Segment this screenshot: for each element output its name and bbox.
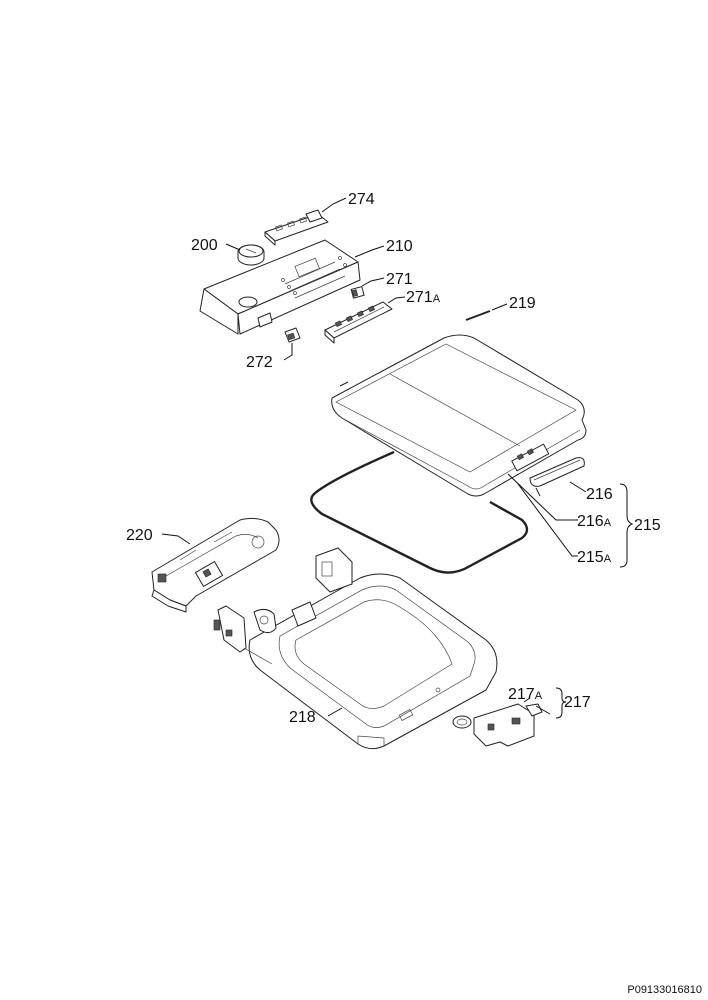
label-274: 274: [348, 191, 375, 208]
leader-200: [225, 243, 241, 251]
part-272-clip[interactable]: [284, 327, 301, 343]
part-200-knob[interactable]: [237, 244, 265, 266]
leader-215a: [517, 483, 578, 557]
diagram-reference-code: P09133016810: [627, 984, 702, 996]
leader-210: [354, 245, 385, 258]
leader-218: [327, 707, 343, 717]
leader-220: [161, 533, 191, 545]
label-271: 271: [386, 271, 413, 288]
leader-271a: [387, 296, 406, 304]
label-217: 217: [564, 694, 591, 711]
leader-216: [569, 481, 587, 493]
label-217a: 217A: [508, 686, 543, 703]
part-215a-lid-seal[interactable]: [310, 450, 529, 574]
part-271-connector[interactable]: [350, 286, 365, 299]
bracket-217: [555, 687, 567, 719]
part-217-valve[interactable]: [473, 703, 543, 747]
part-lid[interactable]: [331, 334, 587, 497]
label-215: 215: [634, 517, 661, 534]
leader-274: [321, 197, 347, 213]
part-220-dispenser[interactable]: [151, 517, 280, 613]
label-216: 216: [586, 486, 613, 503]
label-215a: 215A: [577, 549, 612, 566]
label-220: 220: [126, 527, 153, 544]
part-274-button-strip[interactable]: [264, 209, 329, 246]
part-217a-seal-ring[interactable]: [452, 715, 472, 729]
leader-271: [361, 277, 385, 287]
part-216a-strip[interactable]: [535, 487, 541, 497]
label-271a: 271A: [406, 289, 441, 306]
bracket-215: [619, 483, 634, 568]
part-210-control-panel[interactable]: [199, 239, 361, 335]
label-216a: 216A: [577, 513, 612, 530]
part-271a-electronic-board[interactable]: [324, 301, 393, 344]
label-219: 219: [509, 295, 536, 312]
leader-217a: [523, 697, 531, 703]
label-210: 210: [386, 238, 413, 255]
leader-272: [283, 343, 293, 361]
leader-216a: [507, 473, 578, 521]
leader-217: [535, 705, 551, 715]
leader-219: [491, 303, 508, 311]
label-218: 218: [289, 709, 316, 726]
part-219-pin[interactable]: [465, 310, 491, 321]
part-216-handle[interactable]: [529, 457, 585, 487]
part-218-top-frame[interactable]: [213, 547, 498, 750]
label-200: 200: [191, 237, 218, 254]
label-272: 272: [246, 354, 273, 371]
